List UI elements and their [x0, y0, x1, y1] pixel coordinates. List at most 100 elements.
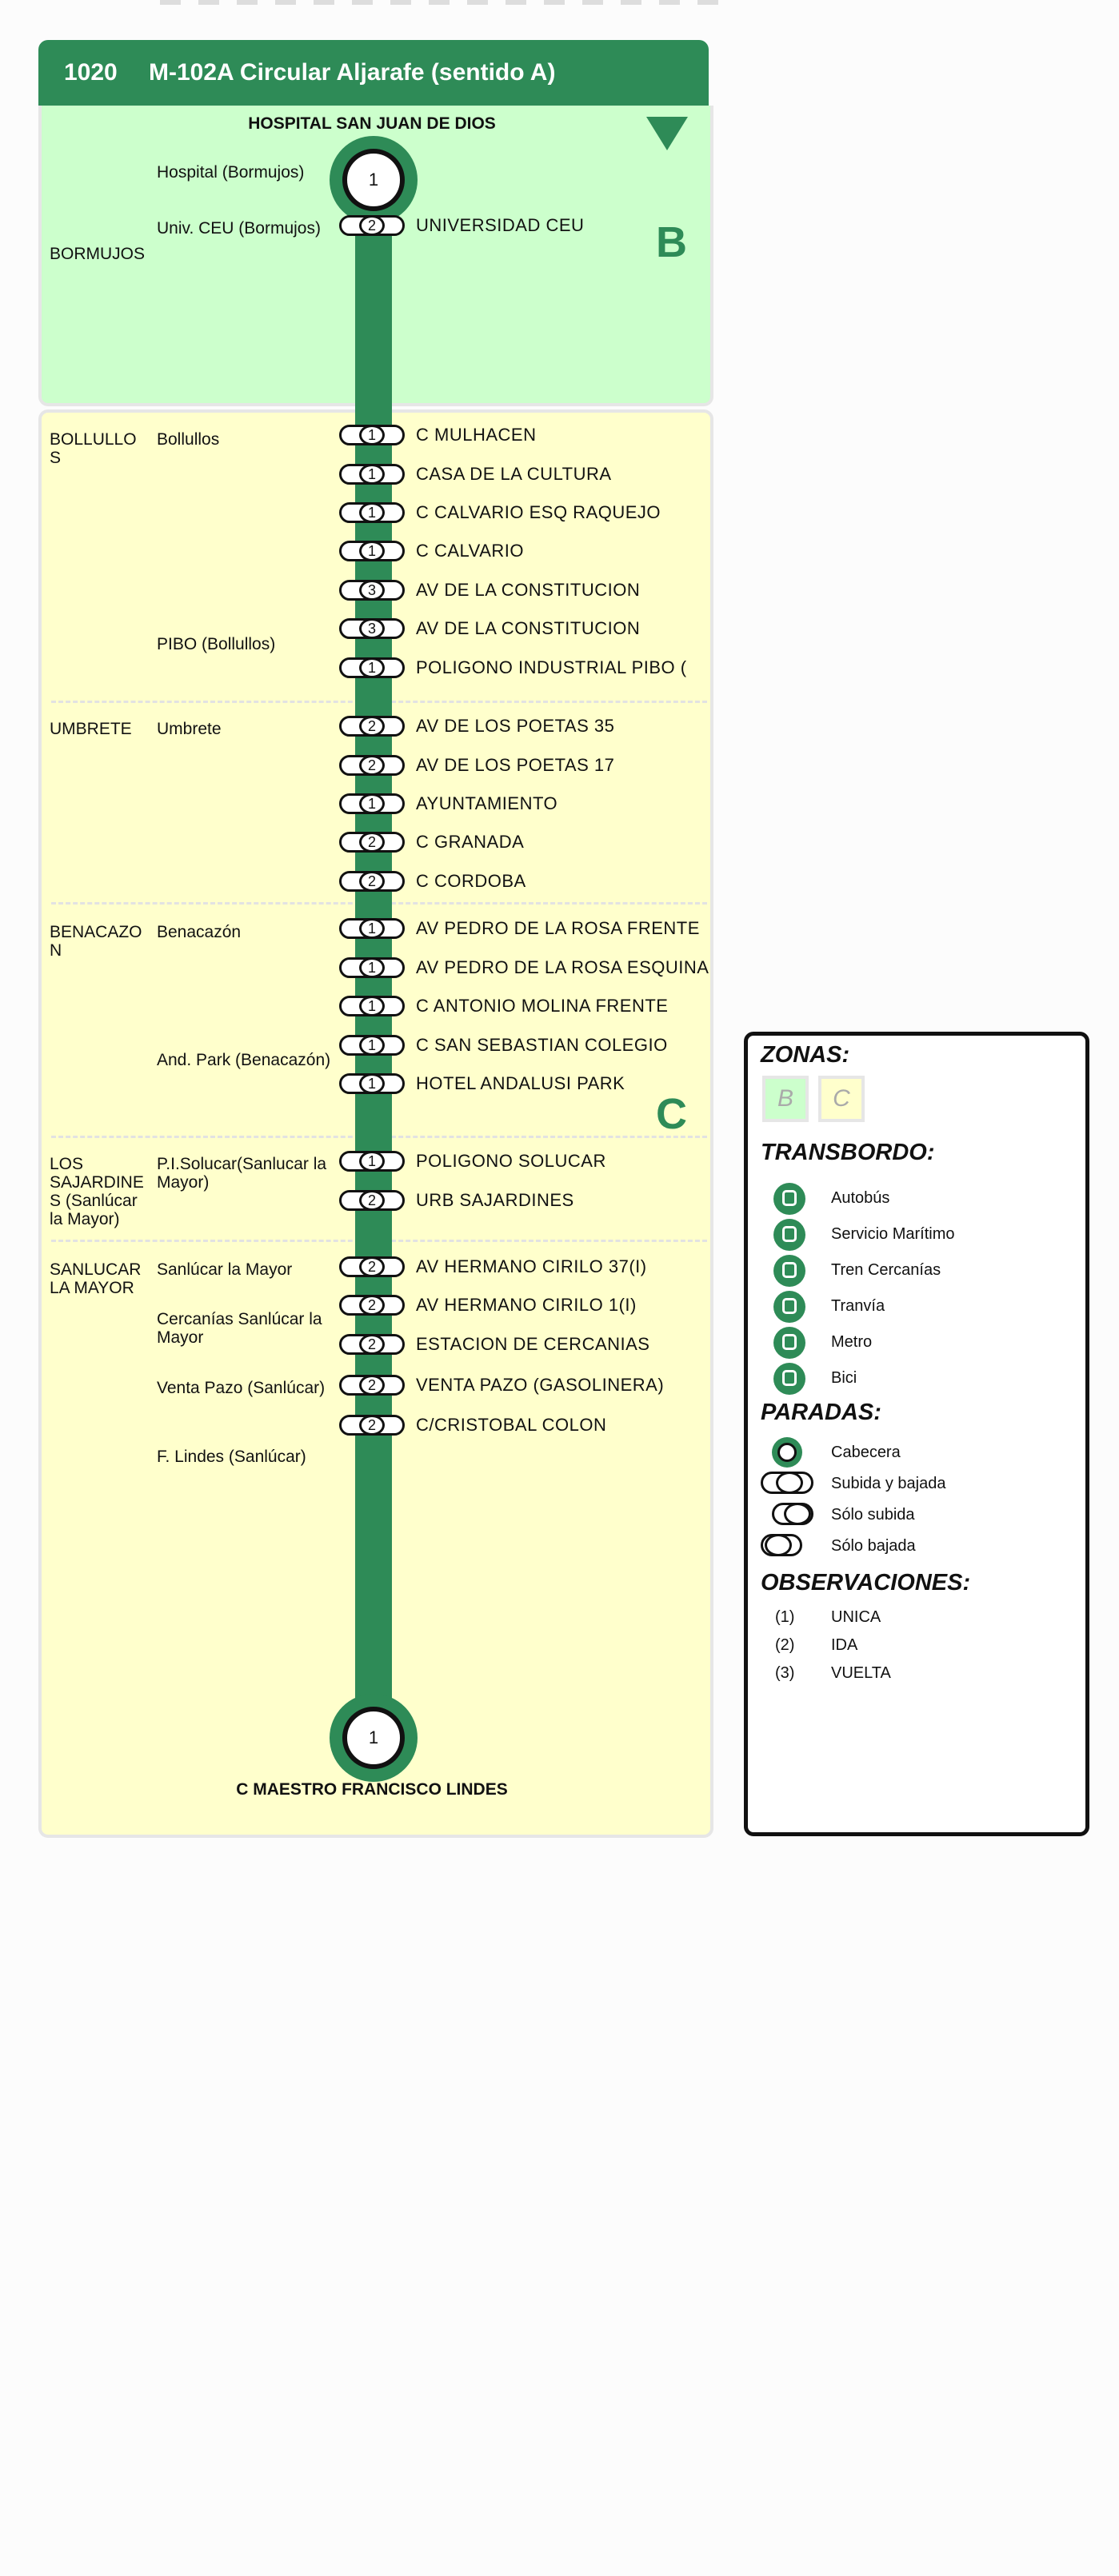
stop-obs: 2 — [359, 871, 385, 892]
stop-obs: 3 — [359, 580, 385, 601]
stop-name[interactable]: URB SAJARDINES — [416, 1190, 574, 1210]
stop-obs: 2 — [359, 832, 385, 853]
stop-marker[interactable]: 2 — [339, 1190, 405, 1211]
start-terminal-label: HOSPITAL SAN JUAN DE DIOS — [248, 114, 496, 133]
stop-obs: 1 — [359, 996, 385, 1016]
stop-obs: 2 — [359, 1334, 385, 1355]
stop-marker[interactable]: 2 — [339, 716, 405, 737]
stop-name[interactable]: AV HERMANO CIRILO 37(I) — [416, 1256, 647, 1276]
obs-label: VUELTA — [831, 1664, 891, 1682]
transbordo-title: TRANSBORDO: — [761, 1140, 935, 1165]
stop-marker[interactable]: 2 — [339, 1256, 405, 1277]
stop-name[interactable]: AV DE LOS POETAS 35 — [416, 716, 615, 736]
obs-label: IDA — [831, 1636, 858, 1654]
stop-name[interactable]: C CALVARIO — [416, 541, 524, 561]
stop-name[interactable]: AV HERMANO CIRILO 1(I) — [416, 1295, 637, 1315]
locality: Bollullos — [157, 430, 220, 449]
stop-name[interactable]: C/CRISTOBAL COLON — [416, 1415, 607, 1435]
stop-marker[interactable]: 2 — [339, 1334, 405, 1355]
stop-name[interactable]: AYUNTAMIENTO — [416, 793, 558, 813]
metro-icon — [773, 1327, 805, 1359]
stop-name[interactable]: CASA DE LA CULTURA — [416, 464, 612, 484]
stop-name[interactable]: AV DE LOS POETAS 17 — [416, 755, 615, 775]
stop-obs: 2 — [359, 1415, 385, 1436]
stop-name[interactable]: C ANTONIO MOLINA FRENTE — [416, 996, 669, 1016]
stop-marker[interactable]: 2 — [339, 871, 405, 892]
transfer-label: Autobús — [831, 1189, 890, 1207]
stop-obs: 1 — [359, 541, 385, 561]
stop-name[interactable]: AV PEDRO DE LA ROSA FRENTE — [416, 918, 700, 938]
stop-obs: 2 — [359, 215, 385, 236]
stop-marker[interactable]: 1 — [339, 793, 405, 814]
transfer-label: Tranvía — [831, 1297, 885, 1315]
stop-type-label: Sólo bajada — [831, 1537, 916, 1555]
zonas-title: ZONAS: — [761, 1042, 850, 1068]
bike-icon — [773, 1363, 805, 1395]
end-terminal-label: C MAESTRO FRANCISCO LINDES — [236, 1780, 508, 1799]
stop-marker[interactable]: 2 — [339, 215, 405, 236]
stop-marker[interactable]: 1 — [339, 1073, 405, 1094]
stop-name[interactable]: UNIVERSIDAD CEU — [416, 215, 585, 235]
obs-label: UNICA — [831, 1608, 881, 1626]
transfer-label: Servicio Marítimo — [831, 1225, 955, 1243]
stop-name[interactable]: POLIGONO SOLUCAR — [416, 1151, 606, 1171]
stop-name[interactable]: ESTACION DE CERCANIAS — [416, 1334, 650, 1354]
stop-marker[interactable]: 2 — [339, 1295, 405, 1316]
stop-obs: 1 — [359, 1073, 385, 1094]
stop-marker[interactable]: 1 — [339, 541, 405, 561]
stop-marker[interactable]: 1 — [339, 1035, 405, 1056]
stop-marker[interactable]: 3 — [339, 618, 405, 639]
stop-obs: 1 — [359, 425, 385, 445]
stop-marker[interactable]: 1 — [339, 657, 405, 678]
stop-marker[interactable]: 1 — [339, 996, 405, 1016]
stop-name[interactable]: VENTA PAZO (GASOLINERA) — [416, 1375, 665, 1395]
stop-obs: 2 — [359, 1295, 385, 1316]
stop-name[interactable]: AV PEDRO DE LA ROSA ESQUINA — [416, 957, 709, 977]
stop-name[interactable]: C CORDOBA — [416, 871, 526, 891]
stop-name[interactable]: C MULHACEN — [416, 425, 537, 445]
municipality: UMBRETE — [50, 720, 132, 738]
stop-marker[interactable]: 2 — [339, 755, 405, 776]
obs-code: (3) — [775, 1664, 795, 1682]
stop-marker[interactable]: 3 — [339, 580, 405, 601]
locality: Hospital (Bormujos) — [157, 163, 305, 182]
stop-obs: 2 — [359, 1190, 385, 1211]
stop-marker[interactable]: 2 — [339, 832, 405, 853]
municipality: SANLUCAR LA MAYOR — [50, 1260, 142, 1297]
top-dashed-rule — [160, 0, 720, 5]
stop-marker[interactable]: 1 — [339, 502, 405, 523]
bus-icon — [773, 1183, 805, 1215]
stop-obs: 1 — [359, 657, 385, 678]
route-number: 1020 — [64, 59, 118, 86]
municipality: BENACAZO N — [50, 923, 142, 960]
stop-marker[interactable]: 1 — [339, 464, 405, 485]
stop-obs: 2 — [359, 716, 385, 737]
stop-marker[interactable]: 2 — [339, 1415, 405, 1436]
start-terminal[interactable]: 1 — [330, 136, 418, 224]
zone-c-label: C — [656, 1090, 687, 1138]
stop-obs: 2 — [359, 755, 385, 776]
legend-panel: ZONAS: B C TRANSBORDO: Autobús Servicio … — [744, 1032, 1089, 1836]
end-terminal[interactable]: 1 — [330, 1694, 418, 1782]
stop-name[interactable]: AV DE LA CONSTITUCION — [416, 618, 641, 638]
locality: Cercanías Sanlúcar la Mayor — [157, 1310, 322, 1347]
stop-marker[interactable]: 1 — [339, 1151, 405, 1172]
cabecera-icon — [772, 1437, 802, 1468]
stop-obs: 3 — [359, 618, 385, 639]
stop-name[interactable]: POLIGONO INDUSTRIAL PIBO ( — [416, 657, 687, 677]
stop-name[interactable]: HOTEL ANDALUSI PARK — [416, 1073, 625, 1093]
locality: PIBO (Bollullos) — [157, 635, 276, 653]
stop-marker[interactable]: 1 — [339, 425, 405, 445]
stop-marker[interactable]: 2 — [339, 1375, 405, 1396]
route-line — [355, 178, 392, 1732]
stop-name[interactable]: C GRANADA — [416, 832, 525, 852]
stop-marker[interactable]: 1 — [339, 918, 405, 939]
train-icon — [773, 1255, 805, 1287]
stop-name[interactable]: C CALVARIO ESQ RAQUEJO — [416, 502, 661, 522]
direction-arrow-icon — [646, 117, 688, 150]
stop-name[interactable]: C SAN SEBASTIAN COLEGIO — [416, 1035, 668, 1055]
stop-obs: 1 — [359, 502, 385, 523]
stop-name[interactable]: AV DE LA CONSTITUCION — [416, 580, 641, 600]
stop-marker[interactable]: 1 — [339, 957, 405, 978]
tram-icon — [773, 1291, 805, 1323]
